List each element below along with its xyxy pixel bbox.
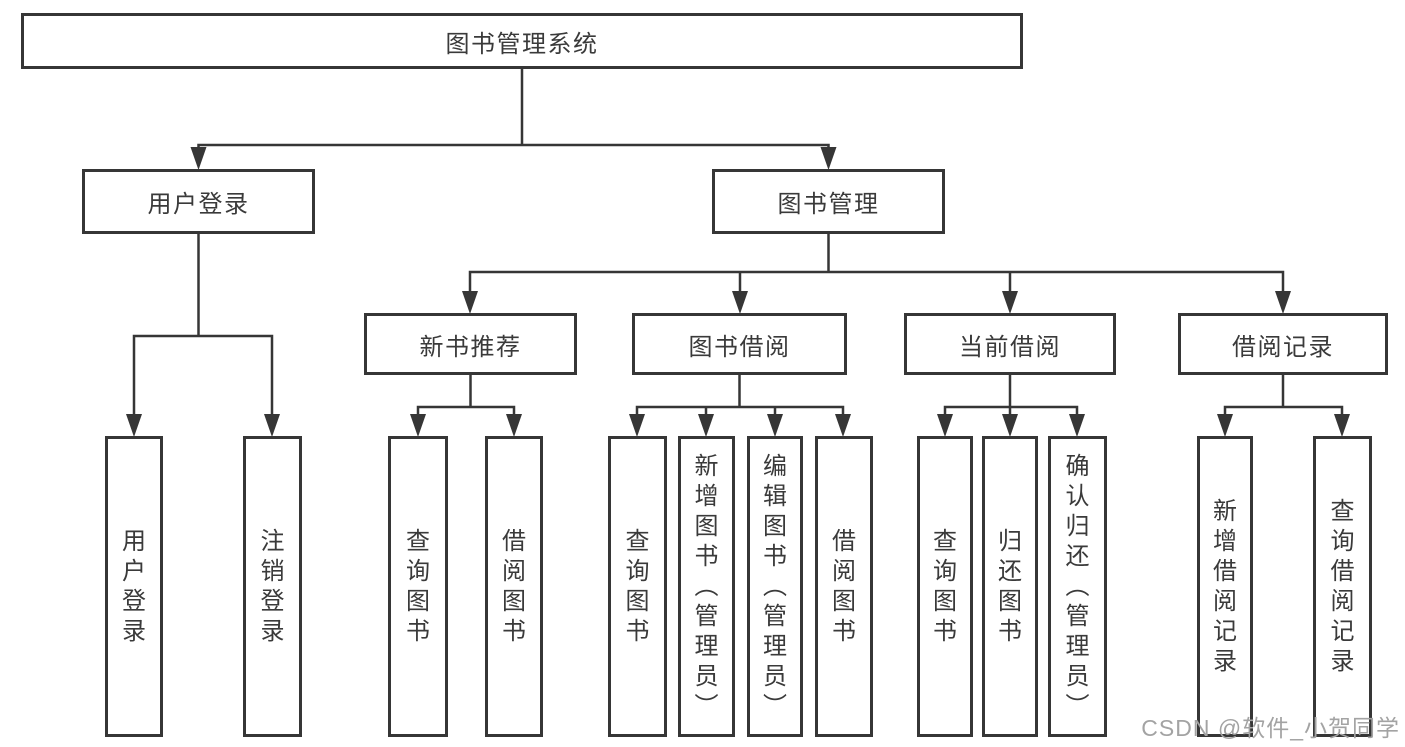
node-label: 图书管理	[777, 191, 880, 218]
node-leaf-query-borrow-record: 查询借阅记录	[1313, 436, 1372, 737]
node-label: 借阅图书	[502, 527, 526, 645]
node-label: 确认归还︵管理员︶	[1065, 452, 1090, 720]
node-leaf-borrow-book: 借阅图书	[815, 436, 873, 737]
node-label: 注销登录	[260, 527, 285, 645]
node-root: 图书管理系统	[21, 13, 1023, 69]
node-leaf-query-books-borrow: 查询图书	[608, 436, 667, 737]
wire-current-borrow-children	[937, 374, 1085, 437]
node-label: 新增图书︵管理员︶	[694, 452, 719, 720]
node-label: 图书借阅	[688, 333, 791, 361]
node-label: 用户登录	[147, 191, 250, 218]
node-label: 编辑图书︵管理员︶	[763, 452, 787, 720]
node-leaf-user-login: 用户登录	[105, 436, 163, 737]
node-label: 借阅图书	[832, 527, 856, 645]
node-label: 当前借阅	[959, 333, 1061, 361]
node-label: 查询图书	[625, 527, 650, 645]
node-leaf-borrow-book-recommend: 借阅图书	[485, 436, 543, 737]
node-leaf-return-book: 归还图书	[982, 436, 1038, 737]
node-leaf-add-borrow-record: 新增借阅记录	[1197, 436, 1253, 737]
wire-borrow-records-children	[1217, 374, 1350, 437]
node-user-login: 用户登录	[82, 169, 315, 234]
node-leaf-query-books-current: 查询图书	[917, 436, 973, 737]
node-label: 查询借阅记录	[1330, 497, 1355, 675]
wire-book-borrow-children	[629, 374, 851, 437]
node-book-management: 图书管理	[712, 169, 945, 234]
node-label: 归还图书	[998, 527, 1022, 645]
node-book-borrow: 图书借阅	[632, 313, 847, 375]
node-current-borrow: 当前借阅	[904, 313, 1116, 375]
node-new-book-recommend: 新书推荐	[364, 313, 577, 375]
wire-new-book-recommend-children	[410, 374, 522, 437]
node-leaf-add-book-admin: 新增图书︵管理员︶	[678, 436, 735, 737]
node-leaf-logout: 注销登录	[243, 436, 302, 737]
node-label: 用户登录	[122, 527, 146, 645]
node-label: 借阅记录	[1232, 333, 1334, 361]
node-borrow-records: 借阅记录	[1178, 313, 1388, 375]
node-leaf-edit-book-admin: 编辑图书︵管理员︶	[747, 436, 803, 737]
csdn-watermark: CSDN @软件_小贺同学	[1141, 715, 1400, 741]
wire-root-to-level2	[190, 67, 837, 170]
node-leaf-query-books-recommend: 查询图书	[388, 436, 448, 737]
node-label: 查询图书	[406, 527, 430, 645]
node-label: 查询图书	[933, 527, 957, 645]
node-label: 图书管理系统	[445, 30, 599, 58]
wire-book-management-children	[462, 233, 1291, 314]
wire-user-login-children	[126, 233, 280, 437]
node-label: 新书推荐	[419, 333, 522, 361]
node-leaf-confirm-return-admin: 确认归还︵管理员︶	[1048, 436, 1107, 737]
node-label: 新增借阅记录	[1213, 497, 1237, 675]
